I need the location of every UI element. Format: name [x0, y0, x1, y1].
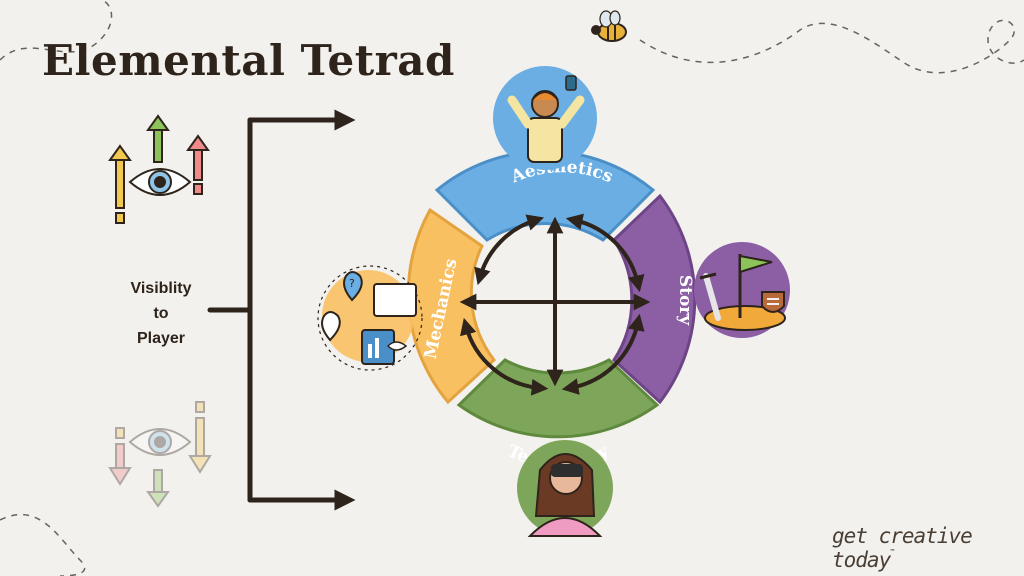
vr-headset-player-icon [517, 440, 613, 537]
visibility-label-line-3: Player [136, 330, 186, 347]
visibility-label-line-1: Visiblity [130, 280, 192, 297]
interaction-arrows [459, 213, 651, 396]
visibility-bracket [207, 109, 356, 511]
eye-arrows-up-icon [108, 114, 210, 224]
flag-sword-shield-icon [694, 242, 790, 338]
brand-logo: get creative today™ [832, 524, 973, 572]
bee-icon [591, 10, 627, 42]
svg-text:?: ? [349, 277, 355, 290]
brand-text: get creative today [832, 524, 973, 572]
eye-arrows-down-icon [108, 401, 212, 508]
visibility-label-line-2: to [153, 305, 169, 322]
visibility-label: Visiblity to Player [96, 276, 226, 351]
page-title: Elemental Tetrad [42, 36, 455, 85]
map-dashboard-icon: ? [317, 265, 423, 371]
story-label: Story [675, 275, 695, 326]
celebrating-gamer-icon [493, 66, 597, 170]
